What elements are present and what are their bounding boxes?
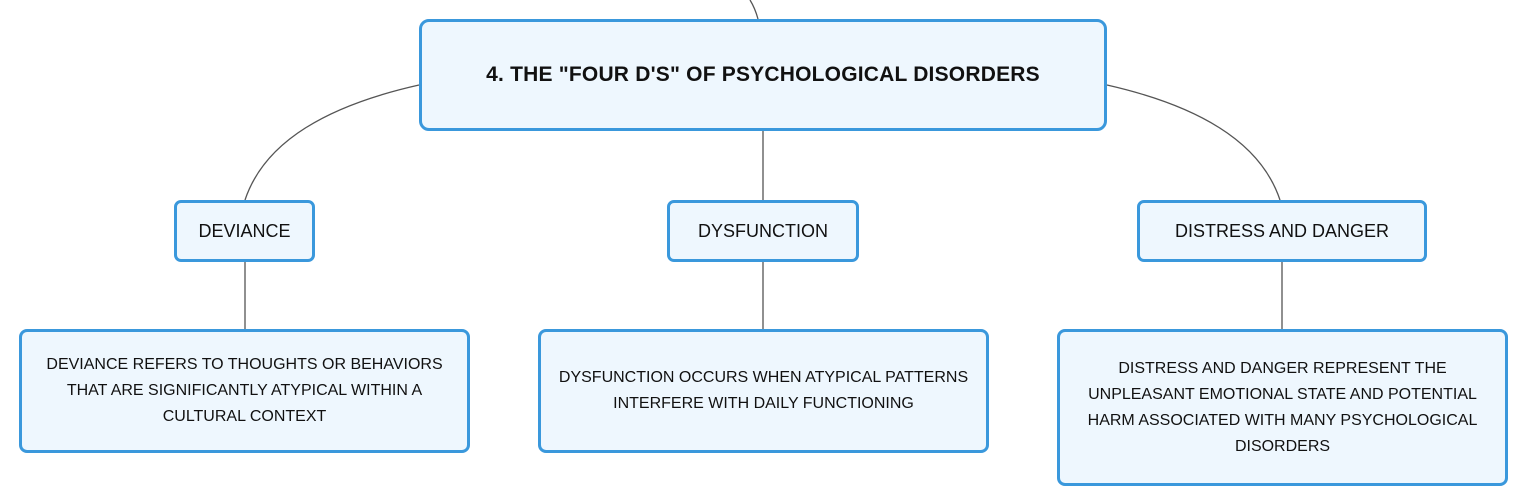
connector-root-to-distress	[1106, 84, 1281, 201]
branch-label-deviance: DEVIANCE	[198, 220, 291, 241]
detail-text-dysfunction: DYSFUNCTION OCCURS WHEN ATYPICAL PATTERN…	[558, 369, 969, 412]
detail-node-distress-and-danger[interactable]: DISTRESS AND DANGER REPRESENT THE UNPLEA…	[1057, 329, 1508, 486]
detail-text-distress-and-danger: DISTRESS AND DANGER REPRESENT THE UNPLEA…	[1087, 359, 1478, 455]
branch-label-dysfunction: DYSFUNCTION	[698, 220, 828, 241]
connector-root-to-deviance	[244, 84, 420, 201]
branch-node-deviance[interactable]: DEVIANCE	[174, 200, 315, 262]
detail-node-dysfunction[interactable]: DYSFUNCTION OCCURS WHEN ATYPICAL PATTERN…	[538, 329, 989, 453]
root-title: 4. THE "FOUR D'S" OF PSYCHOLOGICAL DISOR…	[486, 63, 1040, 86]
branch-node-distress-and-danger[interactable]: DISTRESS AND DANGER	[1137, 200, 1427, 262]
connector-parent-to-root	[749, 0, 759, 20]
branch-label-distress-and-danger: DISTRESS AND DANGER	[1174, 220, 1390, 241]
branch-node-dysfunction[interactable]: DYSFUNCTION	[667, 200, 859, 262]
detail-text-deviance: DEVIANCE REFERS TO THOUGHTS OR BEHAVIORS…	[46, 356, 443, 425]
detail-node-deviance[interactable]: DEVIANCE REFERS TO THOUGHTS OR BEHAVIORS…	[19, 329, 470, 453]
root-node[interactable]: 4. THE "FOUR D'S" OF PSYCHOLOGICAL DISOR…	[419, 19, 1107, 131]
